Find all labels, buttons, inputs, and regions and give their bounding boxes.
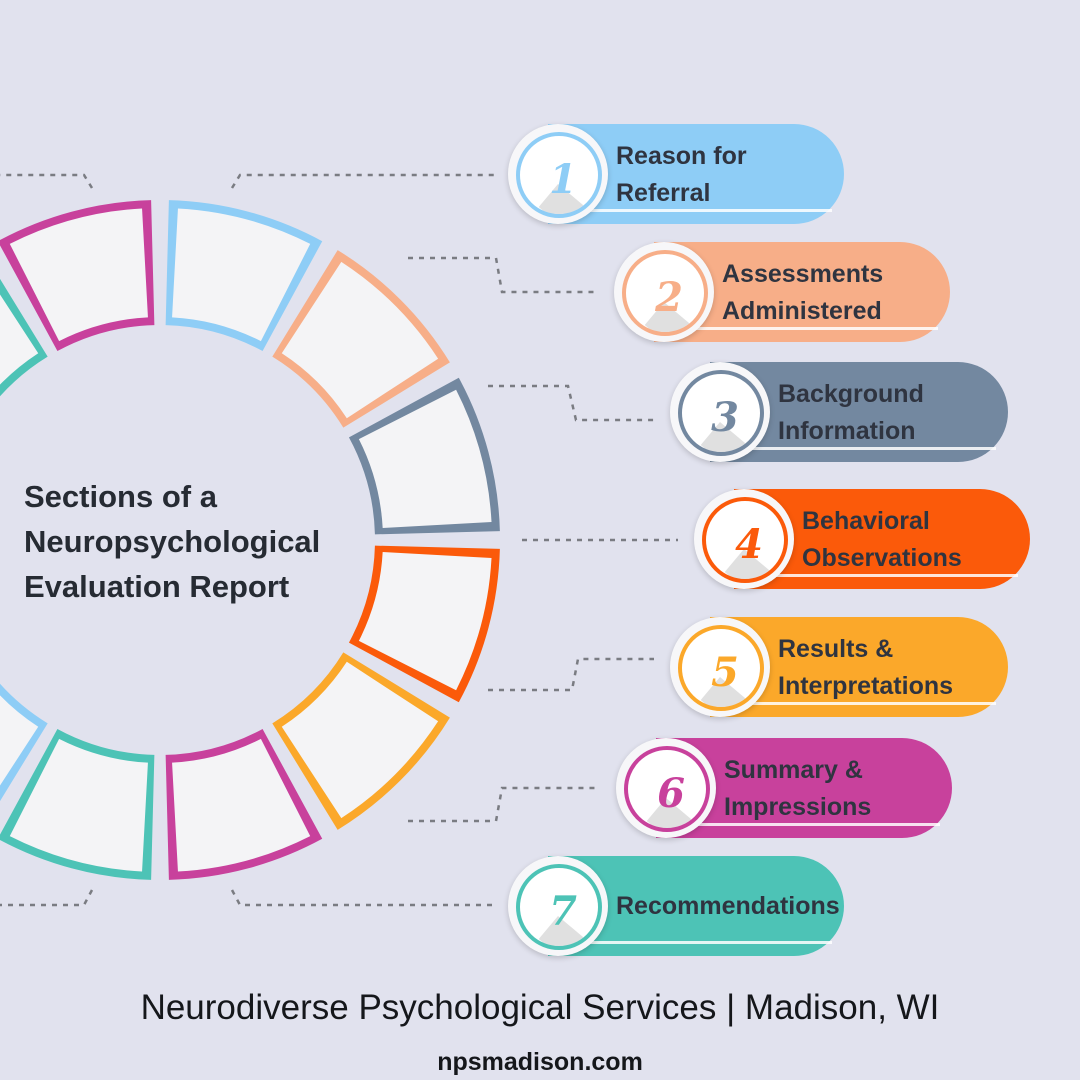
section-label-line: Assessments	[722, 260, 884, 288]
title-line-1: Sections of a	[24, 479, 217, 514]
section-item-5: 5 Results & Interpretations	[670, 617, 1008, 717]
connector-lines	[0, 173, 678, 907]
section-label-line: Observations	[802, 544, 962, 572]
connector-line	[488, 657, 654, 692]
section-number: 5	[711, 648, 739, 696]
section-label-line: Recommendations	[616, 892, 840, 920]
section-number: 2	[655, 273, 683, 321]
number-badge-ring: 4	[702, 497, 788, 583]
band-underline	[676, 823, 940, 826]
title-line-2: Neuropsychological	[24, 524, 321, 559]
section-label-line: Impressions	[724, 793, 872, 821]
number-badge-ring: 7	[516, 864, 602, 950]
section-label: Results & Interpretations	[778, 631, 992, 705]
number-badge-ring: 1	[516, 132, 602, 218]
number-badge-ring: 3	[678, 370, 764, 456]
organization-name: Neurodiverse Psychological Services | Ma…	[140, 988, 940, 1027]
ring-segment-tile	[281, 261, 439, 419]
section-label: Summary & Impressions	[724, 752, 936, 826]
number-badge-ring: 6	[624, 746, 710, 832]
section-item-6: 6 Summary & Impressions	[616, 738, 952, 838]
number-badge: 2	[614, 242, 714, 342]
connector-line	[0, 889, 94, 907]
number-badge: 4	[694, 489, 794, 589]
section-label-line: Referral	[616, 179, 711, 207]
section-label-line: Interpretations	[778, 672, 954, 700]
section-number: 1	[549, 155, 577, 203]
ring-segment-tile	[358, 552, 492, 691]
section-label-line: Information	[778, 417, 916, 445]
number-badge: 7	[508, 856, 608, 956]
section-label-line: Summary &	[724, 756, 863, 784]
ring-segment-tile	[9, 208, 148, 342]
band-underline	[754, 574, 1018, 577]
section-label-line: Results &	[778, 635, 894, 663]
ring-segment-tile	[0, 294, 39, 385]
number-badge: 5	[670, 617, 770, 717]
section-number: 7	[549, 887, 577, 935]
ring-segment-tile	[172, 738, 311, 872]
title-line-3: Evaluation Report	[24, 569, 290, 604]
band-underline	[730, 447, 996, 450]
number-badge: 6	[616, 738, 716, 838]
section-label-line: Administered	[722, 297, 882, 325]
connector-line	[230, 889, 494, 907]
ring-segment-tile	[281, 661, 439, 819]
section-item-7: 7 Recommendations	[508, 856, 844, 956]
number-badge: 1	[508, 124, 608, 224]
ring-segment-tile	[9, 738, 148, 872]
band-underline	[568, 209, 832, 212]
section-label-line: Behavioral	[802, 507, 930, 535]
ring-segment-tile	[358, 389, 492, 528]
section-label-line: Background	[778, 380, 924, 408]
connector-line	[0, 173, 94, 189]
number-badge: 3	[670, 362, 770, 462]
section-label-line: Reason for	[616, 142, 747, 170]
website-url: npsmadison.com	[437, 1048, 643, 1076]
number-badge-ring: 5	[678, 625, 764, 711]
band-underline	[730, 702, 996, 705]
band-underline	[674, 327, 938, 330]
ring-segments	[0, 200, 500, 880]
band-underline	[568, 941, 832, 944]
connector-line	[408, 786, 598, 823]
section-label: Recommendations	[616, 888, 840, 925]
number-badge-ring: 2	[622, 250, 708, 336]
section-number: 4	[735, 520, 763, 568]
section-number: 3	[711, 393, 739, 441]
ring-segment-tile	[0, 695, 39, 786]
section-number: 6	[657, 769, 685, 817]
ring-segment-tile	[172, 208, 311, 342]
connector-line	[408, 256, 598, 294]
connector-line	[488, 384, 654, 422]
connector-line	[230, 173, 494, 189]
diagram-title: Sections of a Neuropsychological Evaluat…	[24, 474, 384, 609]
